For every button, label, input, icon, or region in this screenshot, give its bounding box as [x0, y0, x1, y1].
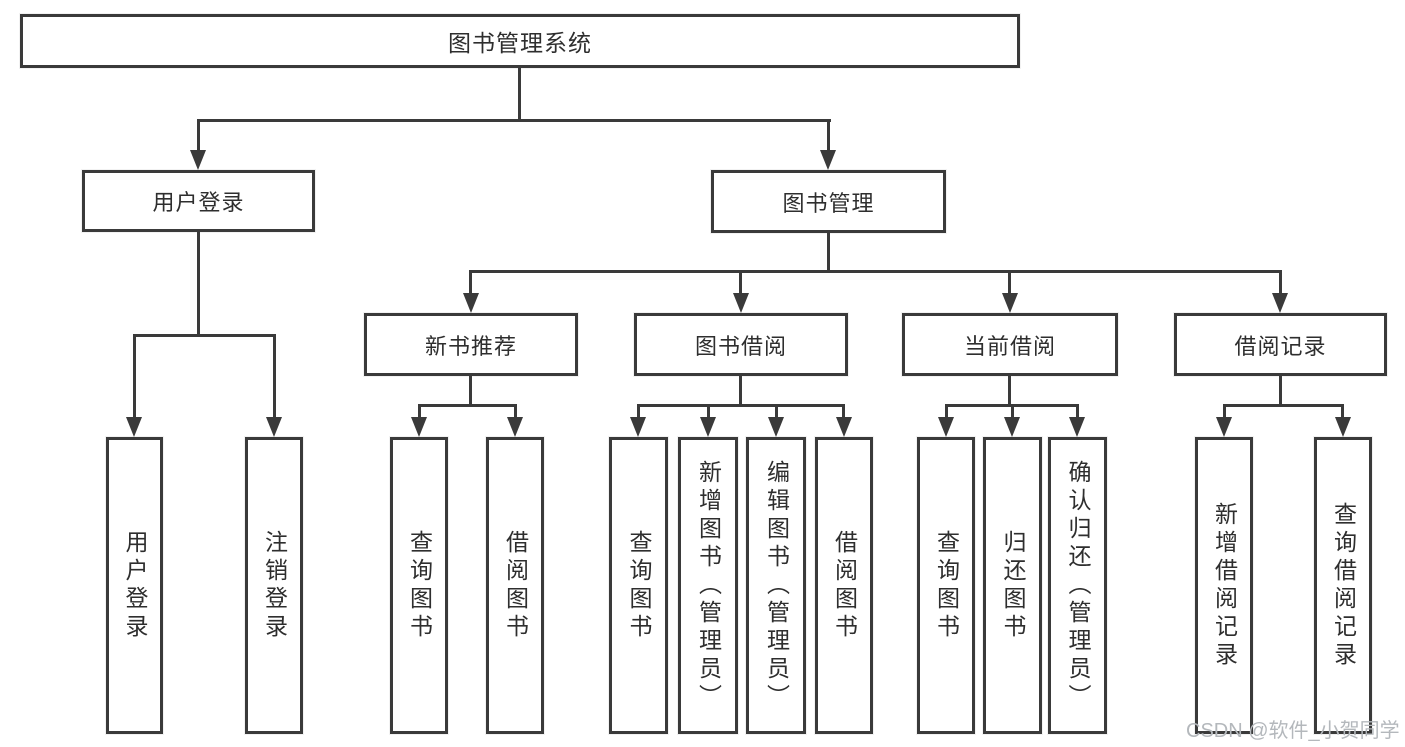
arrowhead-leaf-logout [266, 417, 282, 437]
leaf-borrow-borrow-books: 借阅图书 [815, 437, 873, 734]
connector-drop-borrow-edit-books [775, 404, 778, 420]
connector-root-rail [197, 119, 831, 122]
leaf-borrow-query-books: 查询图书 [609, 437, 668, 734]
connector-borrow-records-rail [1223, 404, 1344, 407]
connector-current-borrow-stem [1008, 376, 1011, 407]
leaf-cur-confirm-return-label: 确认归还（管理员） [1065, 459, 1091, 712]
arrowhead-current-borrow [1002, 293, 1018, 313]
connector-drop-leaf-logout [273, 334, 276, 420]
arrowhead-rec-add-record [1216, 417, 1232, 437]
arrowhead-cur-confirm-return [1069, 417, 1085, 437]
arrowhead-book-management [820, 150, 836, 170]
leaf-cur-return-books: 归还图书 [983, 437, 1042, 734]
node-book-borrow-label: 图书借阅 [694, 333, 787, 359]
leaf-rec-add-record-label: 新增借阅记录 [1211, 501, 1238, 670]
connector-book-management-stem [827, 233, 830, 273]
arrowhead-borrow-query-books [630, 417, 646, 437]
arrowhead-leaf-user-login [126, 417, 142, 437]
leaf-user-login-label: 用户登录 [122, 529, 148, 642]
node-borrow-records-label: 借阅记录 [1234, 333, 1327, 359]
leaf-borrow-query-books-label: 查询图书 [626, 529, 652, 642]
leaf-logout-label: 注销登录 [261, 529, 288, 642]
connector-drop-rec-query-record [1341, 404, 1344, 420]
leaf-rec-borrow-books-label: 借阅图书 [502, 529, 529, 642]
leaf-borrow-edit-books-label: 编辑图书（管理员） [763, 459, 790, 712]
connector-new-book-rec-rail [418, 404, 517, 407]
connector-book-management-rail [470, 270, 1282, 273]
arrowhead-cur-return-books [1004, 417, 1020, 437]
connector-drop-new-book-rec [469, 270, 472, 296]
arrowhead-borrow-records [1272, 293, 1288, 313]
leaf-rec-add-record: 新增借阅记录 [1195, 437, 1253, 734]
connector-drop-leaf-user-login [133, 334, 136, 420]
arrowhead-user-login [190, 150, 206, 170]
connector-drop-rec-query-books [418, 404, 421, 420]
connector-drop-borrow-add-books [707, 404, 710, 420]
node-new-book-rec-label: 新书推荐 [424, 333, 517, 359]
connector-drop-rec-borrow-books [514, 404, 517, 420]
connector-book-borrow-stem [739, 376, 742, 407]
node-user-login-label: 用户登录 [152, 190, 245, 215]
connector-drop-user-login [197, 119, 200, 153]
csdn-watermark: CSDN @软件_小贺同学 [1186, 720, 1400, 742]
leaf-cur-confirm-return: 确认归还（管理员） [1048, 437, 1107, 734]
connector-drop-current-borrow [1008, 270, 1011, 296]
node-current-borrow-label: 当前借阅 [963, 333, 1056, 359]
arrowhead-cur-query-books [938, 417, 954, 437]
leaf-rec-query-books: 查询图书 [390, 437, 448, 734]
arrowhead-borrow-borrow-books [836, 417, 852, 437]
connector-user-login-rail [133, 334, 275, 337]
node-book-management-label: 图书管理 [782, 190, 875, 216]
arrowhead-borrow-edit-books [768, 417, 784, 437]
connector-drop-rec-add-record [1223, 404, 1226, 420]
arrowhead-rec-borrow-books [507, 417, 523, 437]
connector-book-borrow-rail [637, 404, 845, 407]
connector-drop-borrow-query-books [637, 404, 640, 420]
connector-user-login-stem [197, 232, 200, 336]
leaf-rec-borrow-books: 借阅图书 [486, 437, 544, 734]
connector-drop-cur-confirm-return [1076, 404, 1079, 420]
connector-new-book-rec-stem [469, 376, 472, 407]
arrowhead-rec-query-books [411, 417, 427, 437]
leaf-logout: 注销登录 [245, 437, 303, 734]
connector-drop-book-management [827, 119, 830, 153]
connector-root-stem [518, 68, 521, 120]
connector-borrow-records-stem [1279, 376, 1282, 407]
leaf-cur-query-books-label: 查询图书 [933, 529, 960, 642]
leaf-rec-query-record-label: 查询借阅记录 [1330, 501, 1357, 670]
leaf-cur-query-books: 查询图书 [917, 437, 975, 734]
connector-drop-cur-return-books [1011, 404, 1014, 420]
node-root: 图书管理系统 [20, 14, 1020, 68]
node-current-borrow: 当前借阅 [902, 313, 1118, 376]
connector-drop-borrow-records [1279, 270, 1282, 296]
leaf-rec-query-books-label: 查询图书 [406, 529, 433, 642]
connector-drop-book-borrow [739, 270, 742, 296]
connector-drop-cur-query-books [945, 404, 948, 420]
node-book-borrow: 图书借阅 [634, 313, 848, 376]
node-root-label: 图书管理系统 [448, 30, 592, 56]
node-book-management: 图书管理 [711, 170, 946, 233]
leaf-borrow-add-books-label: 新增图书（管理员） [695, 459, 722, 712]
leaf-user-login: 用户登录 [106, 437, 163, 734]
arrowhead-book-borrow [733, 293, 749, 313]
connector-drop-borrow-borrow-books [842, 404, 845, 420]
leaf-borrow-edit-books: 编辑图书（管理员） [746, 437, 806, 734]
leaf-borrow-borrow-books-label: 借阅图书 [831, 529, 858, 642]
leaf-rec-query-record: 查询借阅记录 [1314, 437, 1372, 734]
leaf-borrow-add-books: 新增图书（管理员） [678, 437, 738, 734]
node-user-login: 用户登录 [82, 170, 315, 232]
arrowhead-new-book-rec [463, 293, 479, 313]
arrowhead-borrow-add-books [700, 417, 716, 437]
node-new-book-rec: 新书推荐 [364, 313, 578, 376]
node-borrow-records: 借阅记录 [1174, 313, 1387, 376]
arrowhead-rec-query-record [1335, 417, 1351, 437]
leaf-cur-return-books-label: 归还图书 [1000, 529, 1026, 642]
